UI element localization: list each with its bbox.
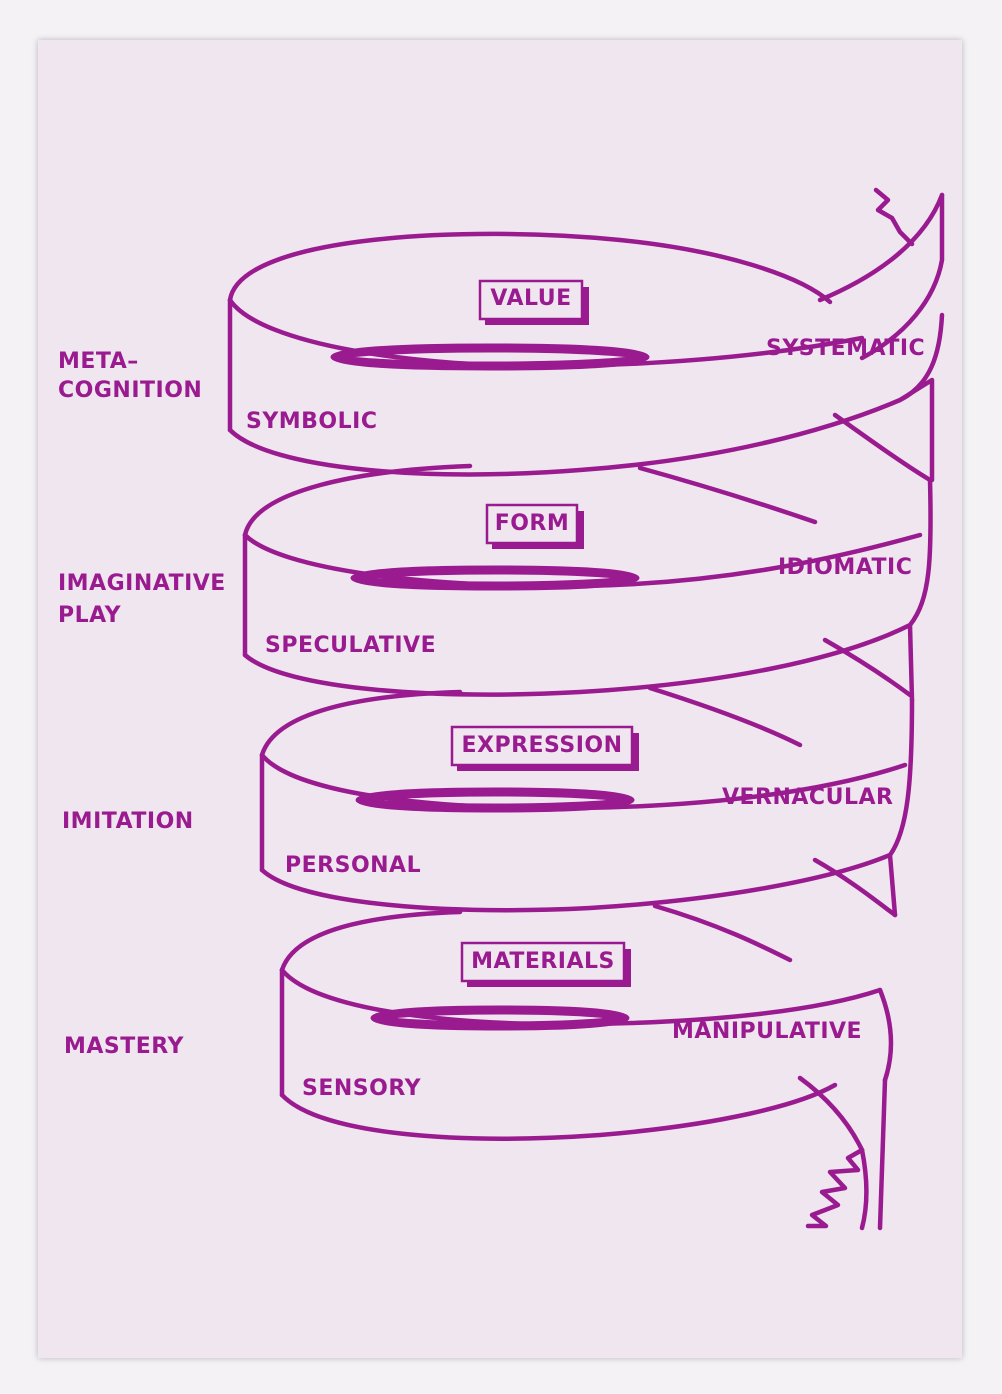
box-label-expression: EXPRESSION — [461, 733, 622, 758]
box-label-form: FORM — [495, 511, 570, 536]
spiral-top-tear — [873, 187, 915, 247]
box-expression — [450, 725, 634, 767]
connector-1-2-b — [637, 465, 818, 525]
tier4-top-ellipse — [279, 909, 463, 973]
box-label-materials-group: MATERIALS — [460, 941, 631, 987]
stage-label-mastery: MASTERY — [64, 1034, 185, 1059]
spiral-top-tail-edge — [859, 192, 945, 361]
box-label-form-group: FORM — [485, 503, 584, 549]
stage-label-metacognition-2: COGNITION — [58, 378, 202, 403]
connector-3-4-b — [652, 903, 793, 963]
tier3-top-ellipse — [259, 689, 463, 758]
band-label-manipulative: MANIPULATIVE — [672, 1019, 862, 1044]
band-label-vernacular: VERNACULAR — [722, 785, 893, 810]
tier3-right-side — [887, 852, 898, 918]
band-label-speculative: SPECULATIVE — [265, 633, 436, 658]
tier4-bottom-front — [279, 1082, 838, 1141]
box-materials — [460, 941, 626, 983]
stage-label-metacognition-1: META– — [58, 349, 139, 374]
right-band-labels: SYSTEMATIC IDIOMATIC VERNACULAR MANIPULA… — [672, 336, 925, 1044]
stage-labels: META– COGNITION IMAGINATIVE PLAY IMITATI… — [58, 349, 226, 1059]
band-label-personal: PERSONAL — [285, 853, 421, 878]
tier4-right-side — [877, 987, 894, 1083]
tier1-top-ellipse — [227, 231, 833, 305]
box-label-value-group: VALUE — [478, 279, 589, 325]
band-label-symbolic: SYMBOLIC — [246, 409, 378, 434]
band-label-systematic: SYSTEMATIC — [766, 336, 925, 361]
connector-3-4-a — [812, 857, 898, 918]
tier3-core — [355, 787, 635, 813]
stage-label-play: PLAY — [58, 603, 122, 628]
spiral-bottom-edge — [859, 1147, 869, 1231]
tier1-right-side — [897, 377, 935, 483]
box-form — [485, 503, 579, 545]
tier2-core — [350, 565, 640, 591]
tier4-core — [370, 1005, 630, 1031]
spiral-band — [227, 187, 945, 1231]
connector-1-2-a — [832, 412, 933, 483]
band-label-idiomatic: IDIOMATIC — [778, 555, 912, 580]
tier2-top-ellipse — [242, 463, 473, 538]
tier1-core — [330, 343, 650, 371]
left-band-labels: SYMBOLIC SPECULATIVE PERSONAL SENSORY — [246, 409, 436, 1101]
stage-label-imaginative: IMAGINATIVE — [58, 571, 226, 596]
box-value — [478, 279, 584, 321]
tier4-tail-inner — [797, 1075, 865, 1153]
tier3-bottom-front — [259, 697, 915, 913]
band-label-sensory: SENSORY — [302, 1076, 422, 1101]
box-label-value: VALUE — [490, 286, 571, 311]
connector-2-3-b — [647, 685, 803, 748]
tier4-tail-outer — [877, 1077, 888, 1231]
box-label-expression-group: EXPRESSION — [450, 725, 639, 771]
tier2-bottom-front — [242, 477, 933, 697]
spiral-bottom-tear — [805, 1147, 865, 1229]
connector-2-3-a — [822, 637, 913, 698]
box-label-materials: MATERIALS — [471, 949, 615, 974]
tier2-right-side — [907, 622, 915, 703]
spiral-top-tail — [817, 192, 945, 303]
stage-label-imitation: IMITATION — [62, 809, 194, 834]
